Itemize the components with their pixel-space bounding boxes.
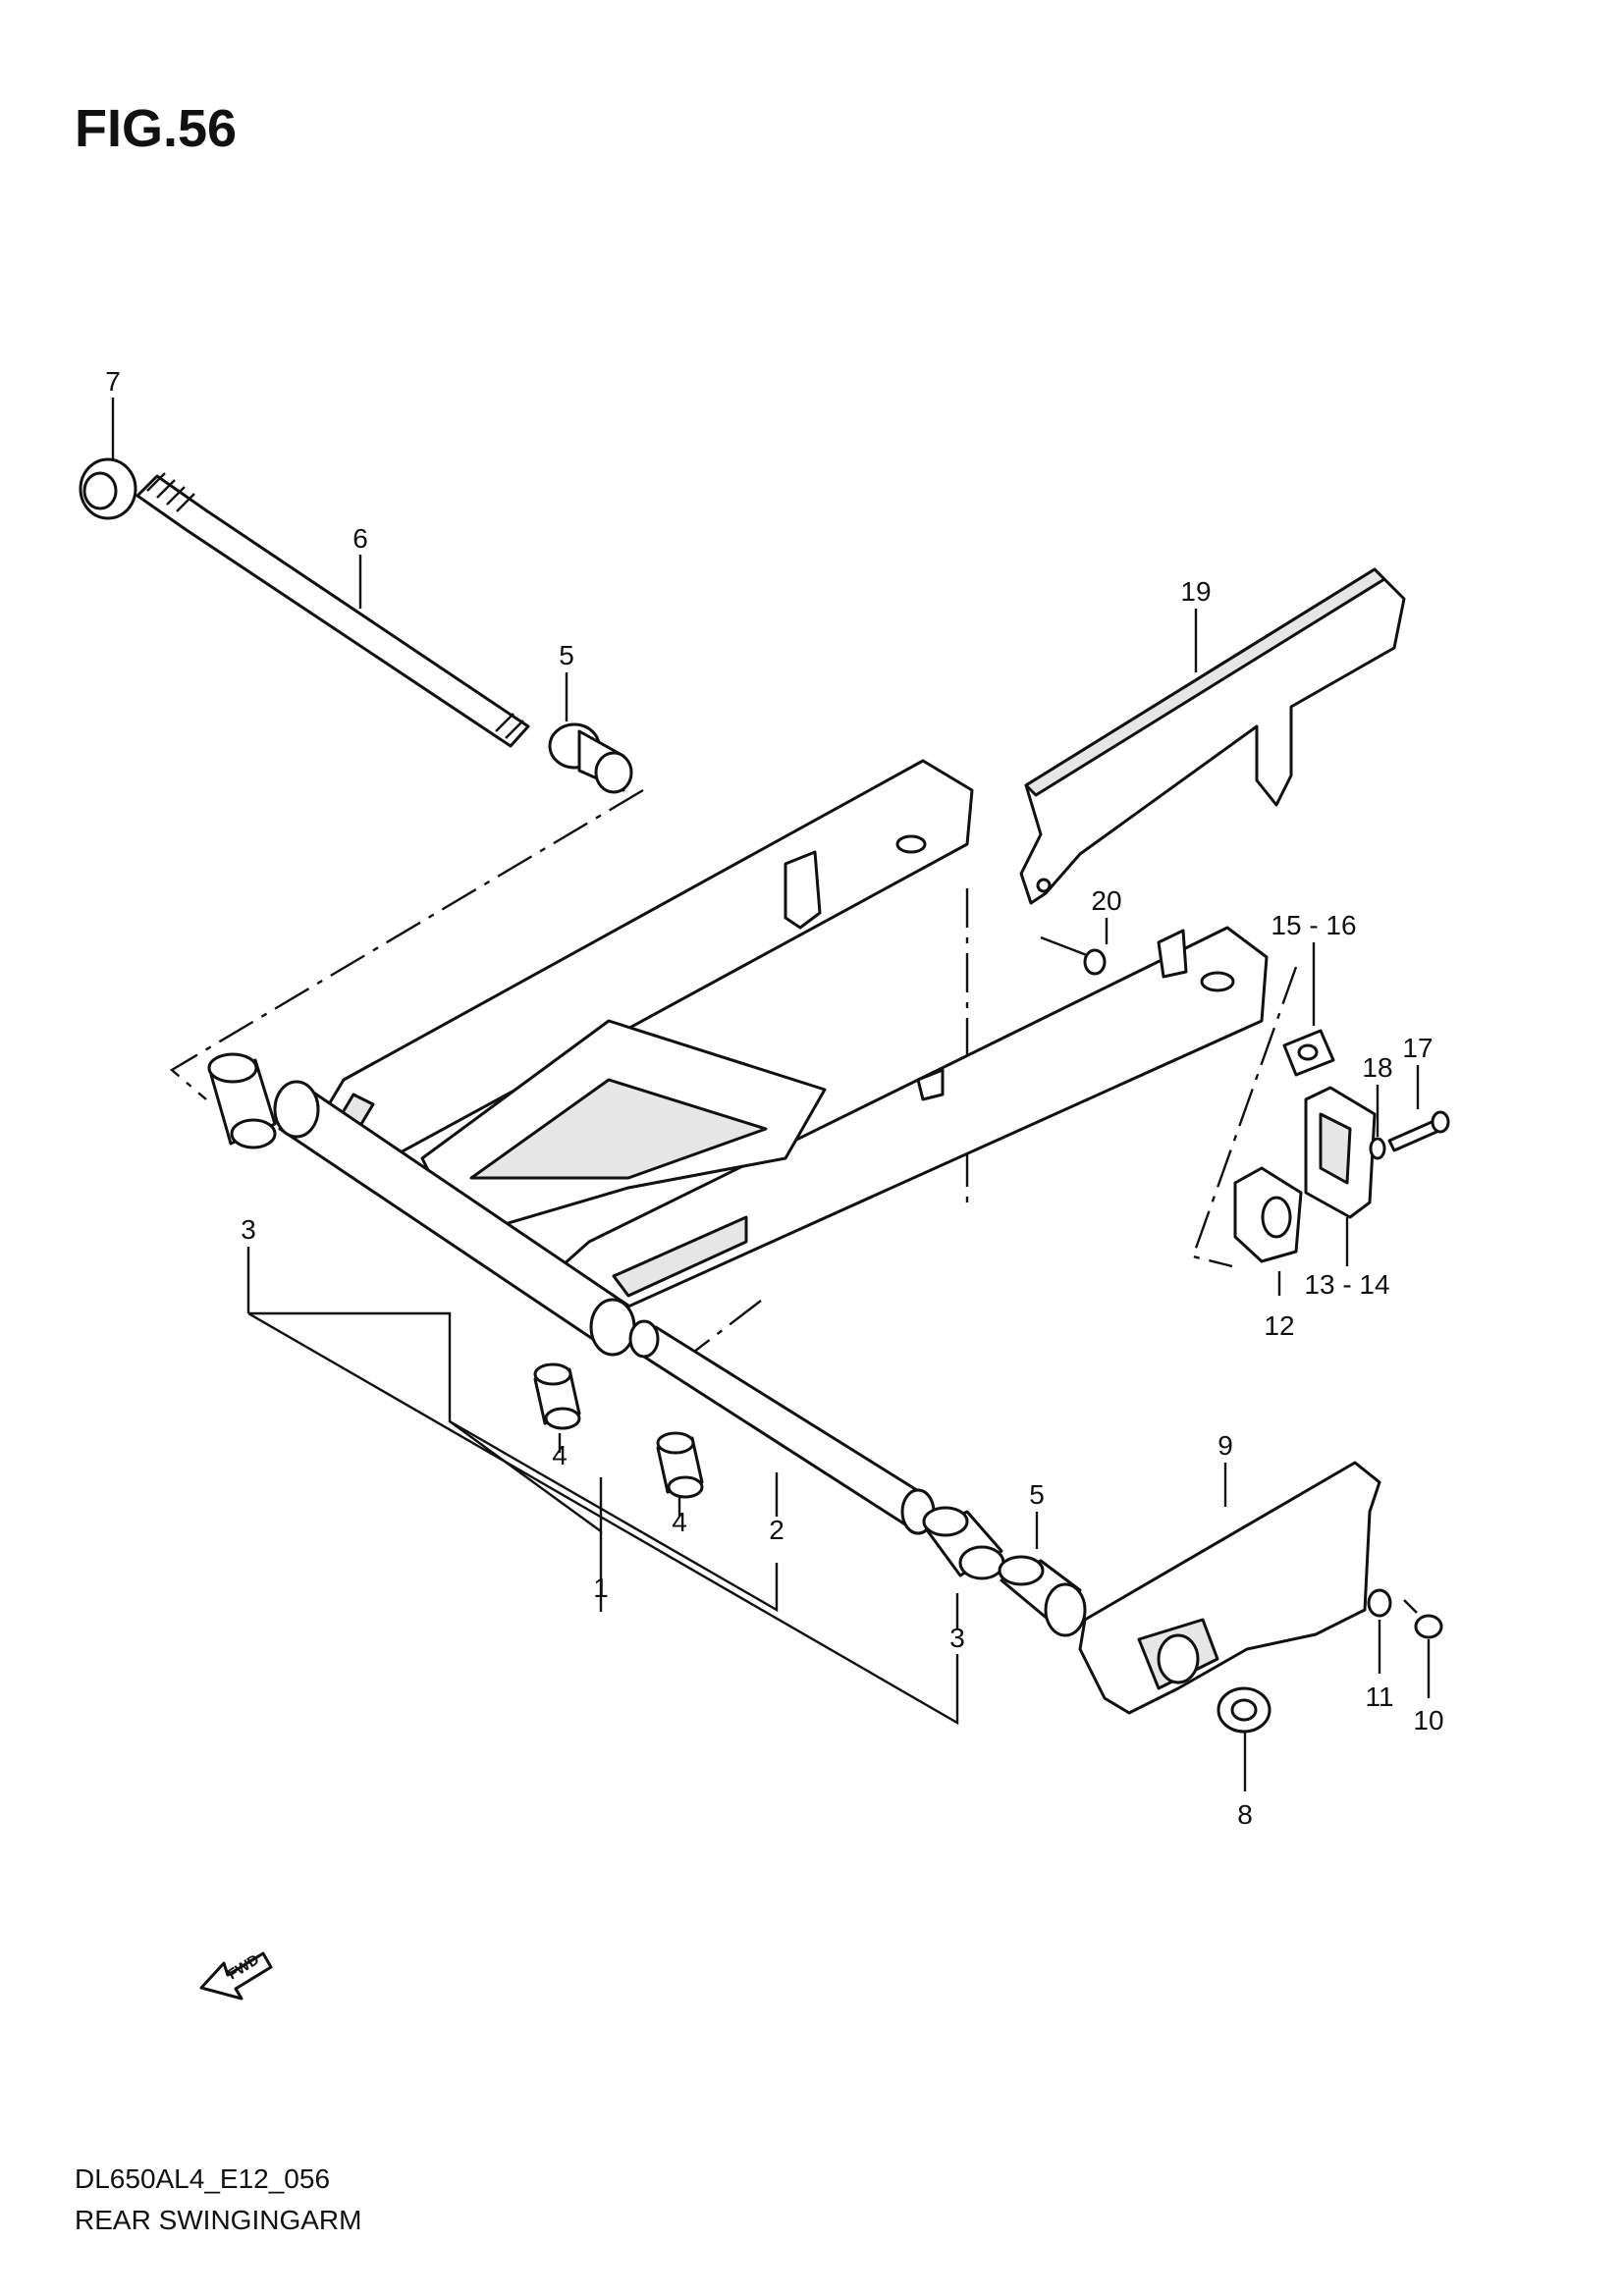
part-10-bolt bbox=[1403, 1599, 1443, 1639]
callout-labels: 7 6 5 19 20 15 - 16 18 17 3 12 13 - 14 4… bbox=[105, 366, 1443, 1830]
diagram-name: REAR SWINGINGARM bbox=[75, 2205, 362, 2235]
part-3-bearing-left bbox=[207, 1052, 277, 1149]
diagram-code: DL650AL4_E12_056 bbox=[75, 2163, 331, 2194]
part-7-locknut bbox=[79, 457, 137, 520]
part-18-washer bbox=[1369, 1137, 1386, 1160]
callout-3-upper: 3 bbox=[241, 1214, 256, 1245]
callout-4-lower: 4 bbox=[672, 1507, 687, 1537]
part-5-collar-lower bbox=[998, 1555, 1087, 1637]
callout-5-upper: 5 bbox=[559, 640, 574, 670]
callout-20: 20 bbox=[1091, 885, 1121, 916]
callout-18: 18 bbox=[1362, 1052, 1392, 1083]
callout-5-lower: 5 bbox=[1029, 1479, 1045, 1510]
part-20-bolt bbox=[1040, 935, 1107, 976]
callout-10: 10 bbox=[1413, 1705, 1443, 1735]
callout-2: 2 bbox=[769, 1515, 784, 1545]
part-11-collar bbox=[1367, 1588, 1392, 1618]
callout-19: 19 bbox=[1180, 576, 1211, 607]
callout-3-lower: 3 bbox=[949, 1623, 965, 1653]
callout-6: 6 bbox=[352, 523, 368, 554]
part-1-swingarm bbox=[273, 759, 1269, 1357]
callout-leader-lines bbox=[111, 398, 1431, 1791]
callout-7: 7 bbox=[105, 366, 121, 397]
callout-4-upper: 4 bbox=[552, 1440, 568, 1470]
callout-13-14: 13 - 14 bbox=[1304, 1269, 1389, 1300]
part-3-bearing-right bbox=[922, 1506, 1005, 1580]
part-15-16-plate bbox=[1282, 1029, 1335, 1077]
callout-9: 9 bbox=[1217, 1430, 1233, 1461]
callout-12: 12 bbox=[1264, 1310, 1294, 1341]
callout-11: 11 bbox=[1365, 1682, 1393, 1712]
part-17-bolt bbox=[1387, 1110, 1450, 1152]
part-19-chain-case bbox=[1019, 567, 1406, 905]
part-5-collar-upper bbox=[548, 722, 633, 794]
callout-1: 1 bbox=[593, 1573, 609, 1603]
part-12-adjuster-block bbox=[1233, 1166, 1303, 1263]
part-2-spacer-tube bbox=[628, 1319, 936, 1535]
callout-8: 8 bbox=[1237, 1799, 1253, 1830]
part-13-14-adjuster bbox=[1304, 1086, 1377, 1219]
part-9-chain-cover bbox=[1078, 1461, 1381, 1715]
forward-arrow-icon: FWD bbox=[199, 1951, 273, 2001]
part-8-nut bbox=[1217, 1686, 1271, 1734]
callout-17: 17 bbox=[1402, 1033, 1433, 1063]
part-6-pivot-shaft bbox=[135, 472, 530, 748]
figure-title: FIG.56 bbox=[75, 99, 238, 158]
part-4-bushing-upper bbox=[533, 1362, 581, 1430]
part-4-bushing-lower bbox=[656, 1431, 704, 1499]
callout-15-16: 15 - 16 bbox=[1271, 910, 1356, 940]
